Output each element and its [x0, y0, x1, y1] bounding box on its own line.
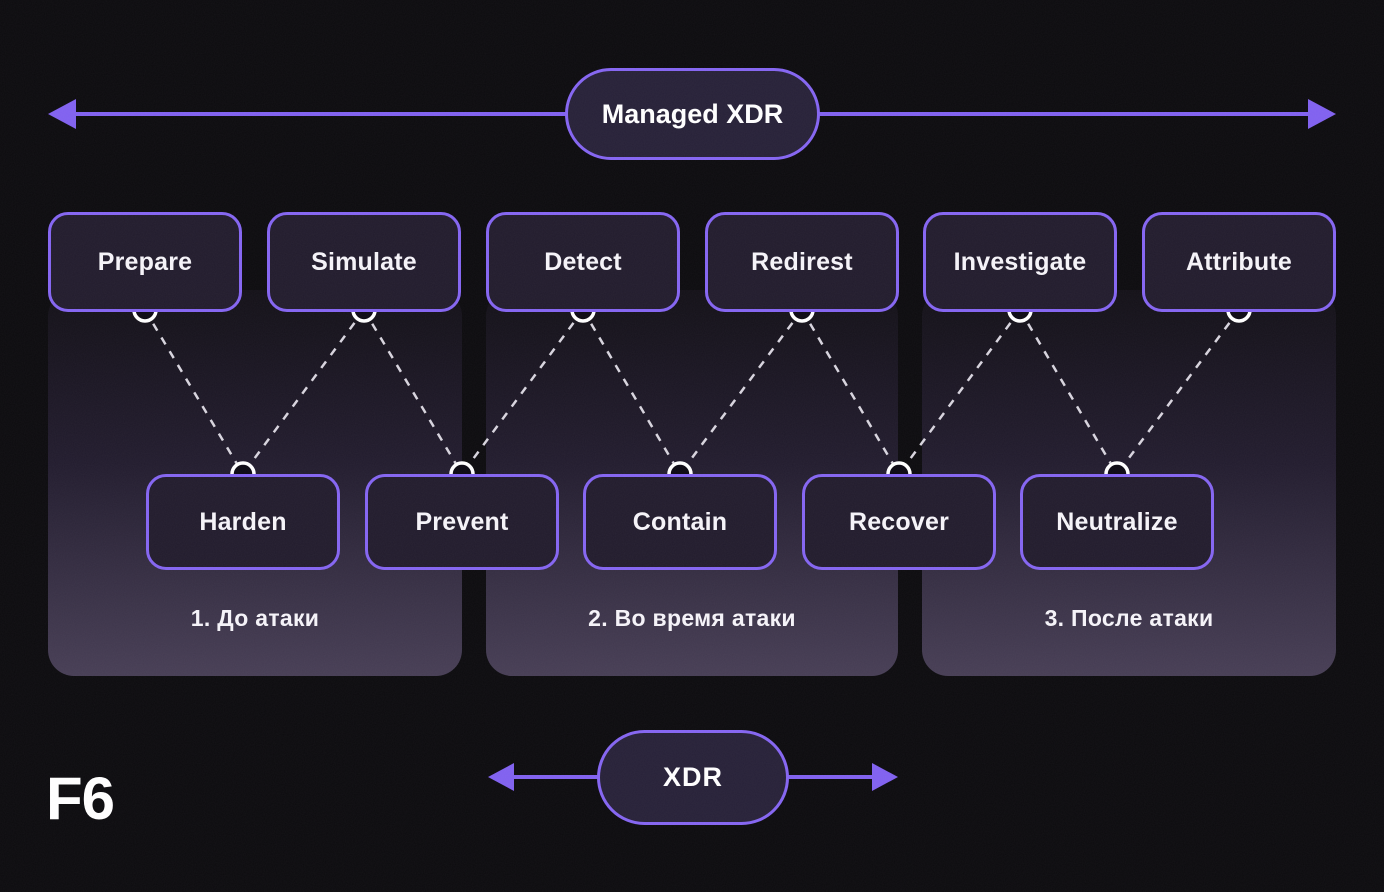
phase-label-during-attack: 2. Во время атаки [486, 596, 898, 640]
arrow-right-icon [872, 763, 898, 791]
node-label: Harden [199, 507, 287, 536]
arrow-right-icon [1308, 99, 1336, 129]
phase-label-text: 2. Во время атаки [588, 604, 796, 631]
xdr-label: XDR [662, 762, 723, 792]
node-label: Attribute [1186, 247, 1292, 276]
node-contain: Contain [583, 474, 777, 570]
connector-prepare-harden [143, 309, 245, 475]
node-neutralize: Neutralize [1020, 474, 1214, 570]
connector-simulate-harden [241, 309, 366, 475]
xdr-pill: XDR [597, 730, 789, 825]
arrow-left-icon [488, 763, 514, 791]
node-prepare: Prepare [48, 212, 242, 312]
f6-logo: F6 [46, 764, 115, 833]
node-label: Prevent [415, 507, 509, 536]
connector-attribute-neutralize [1115, 309, 1241, 475]
node-label: Prepare [97, 247, 193, 276]
node-prevent: Prevent [365, 474, 559, 570]
node-detect: Detect [486, 212, 680, 312]
node-redirest: Redirest [705, 212, 899, 312]
connector-investigate-neutralize [1018, 309, 1119, 475]
arrow-left-icon [48, 99, 76, 129]
managed-xdr-pill: Managed XDR [565, 68, 820, 160]
node-recover: Recover [802, 474, 996, 570]
node-label: Neutralize [1056, 507, 1178, 536]
connector-investigate-recover [897, 309, 1022, 475]
managed-xdr-label: Managed XDR [601, 98, 784, 129]
connector-simulate-prevent [362, 309, 464, 475]
phase-label-before-attack: 1. До атаки [48, 596, 462, 640]
node-simulate: Simulate [267, 212, 461, 312]
node-label: Investigate [953, 247, 1087, 276]
phase-label-text: 1. До атаки [190, 604, 320, 631]
phase-label-after-attack: 3. После атаки [922, 596, 1336, 640]
phase-label-text: 3. После атаки [1044, 604, 1214, 631]
connector-detect-prevent [460, 309, 585, 475]
f6-logo-text: F6 [46, 765, 115, 832]
node-label: Contain [632, 507, 728, 536]
node-label: Simulate [311, 247, 417, 276]
node-label: Recover [848, 507, 950, 536]
node-harden: Harden [146, 474, 340, 570]
node-investigate: Investigate [923, 212, 1117, 312]
connector-redirest-recover [800, 309, 901, 475]
node-attribute: Attribute [1142, 212, 1336, 312]
connector-redirest-contain [678, 309, 804, 475]
node-label: Detect [544, 247, 622, 276]
connector-detect-contain [581, 309, 682, 475]
node-label: Redirest [751, 247, 853, 276]
